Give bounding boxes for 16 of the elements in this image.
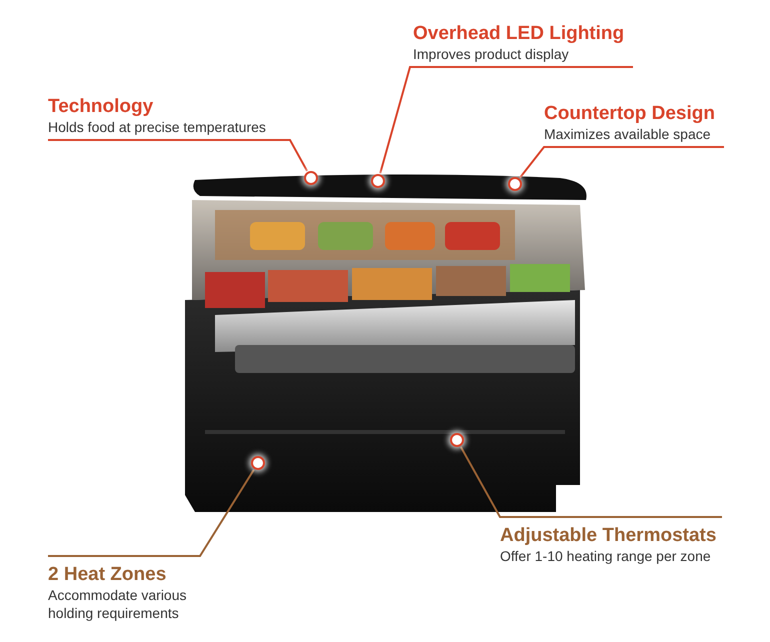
leader-line (379, 66, 633, 174)
feature-heading: Countertop Design (544, 102, 716, 125)
feature-description: Improves product display (413, 45, 570, 63)
leader-line (519, 146, 724, 178)
callout-point-marker (304, 171, 318, 185)
leader-line (48, 469, 255, 557)
feature-heading: Overhead LED Lighting (413, 22, 626, 45)
feature-description: Offer 1-10 heating range per zone (500, 547, 712, 565)
feature-heading: Adjustable Thermostats (500, 524, 718, 547)
feature-description: Holds food at precise temperatures (48, 118, 267, 136)
feature-description: Maximizes available space (544, 125, 712, 143)
leader-line (48, 139, 308, 172)
leader-line (460, 446, 722, 518)
feature-heading: 2 Heat Zones (48, 563, 168, 586)
feature-description: Accommodate various holding requirements (48, 586, 188, 622)
feature-heading: Technology (48, 95, 154, 118)
